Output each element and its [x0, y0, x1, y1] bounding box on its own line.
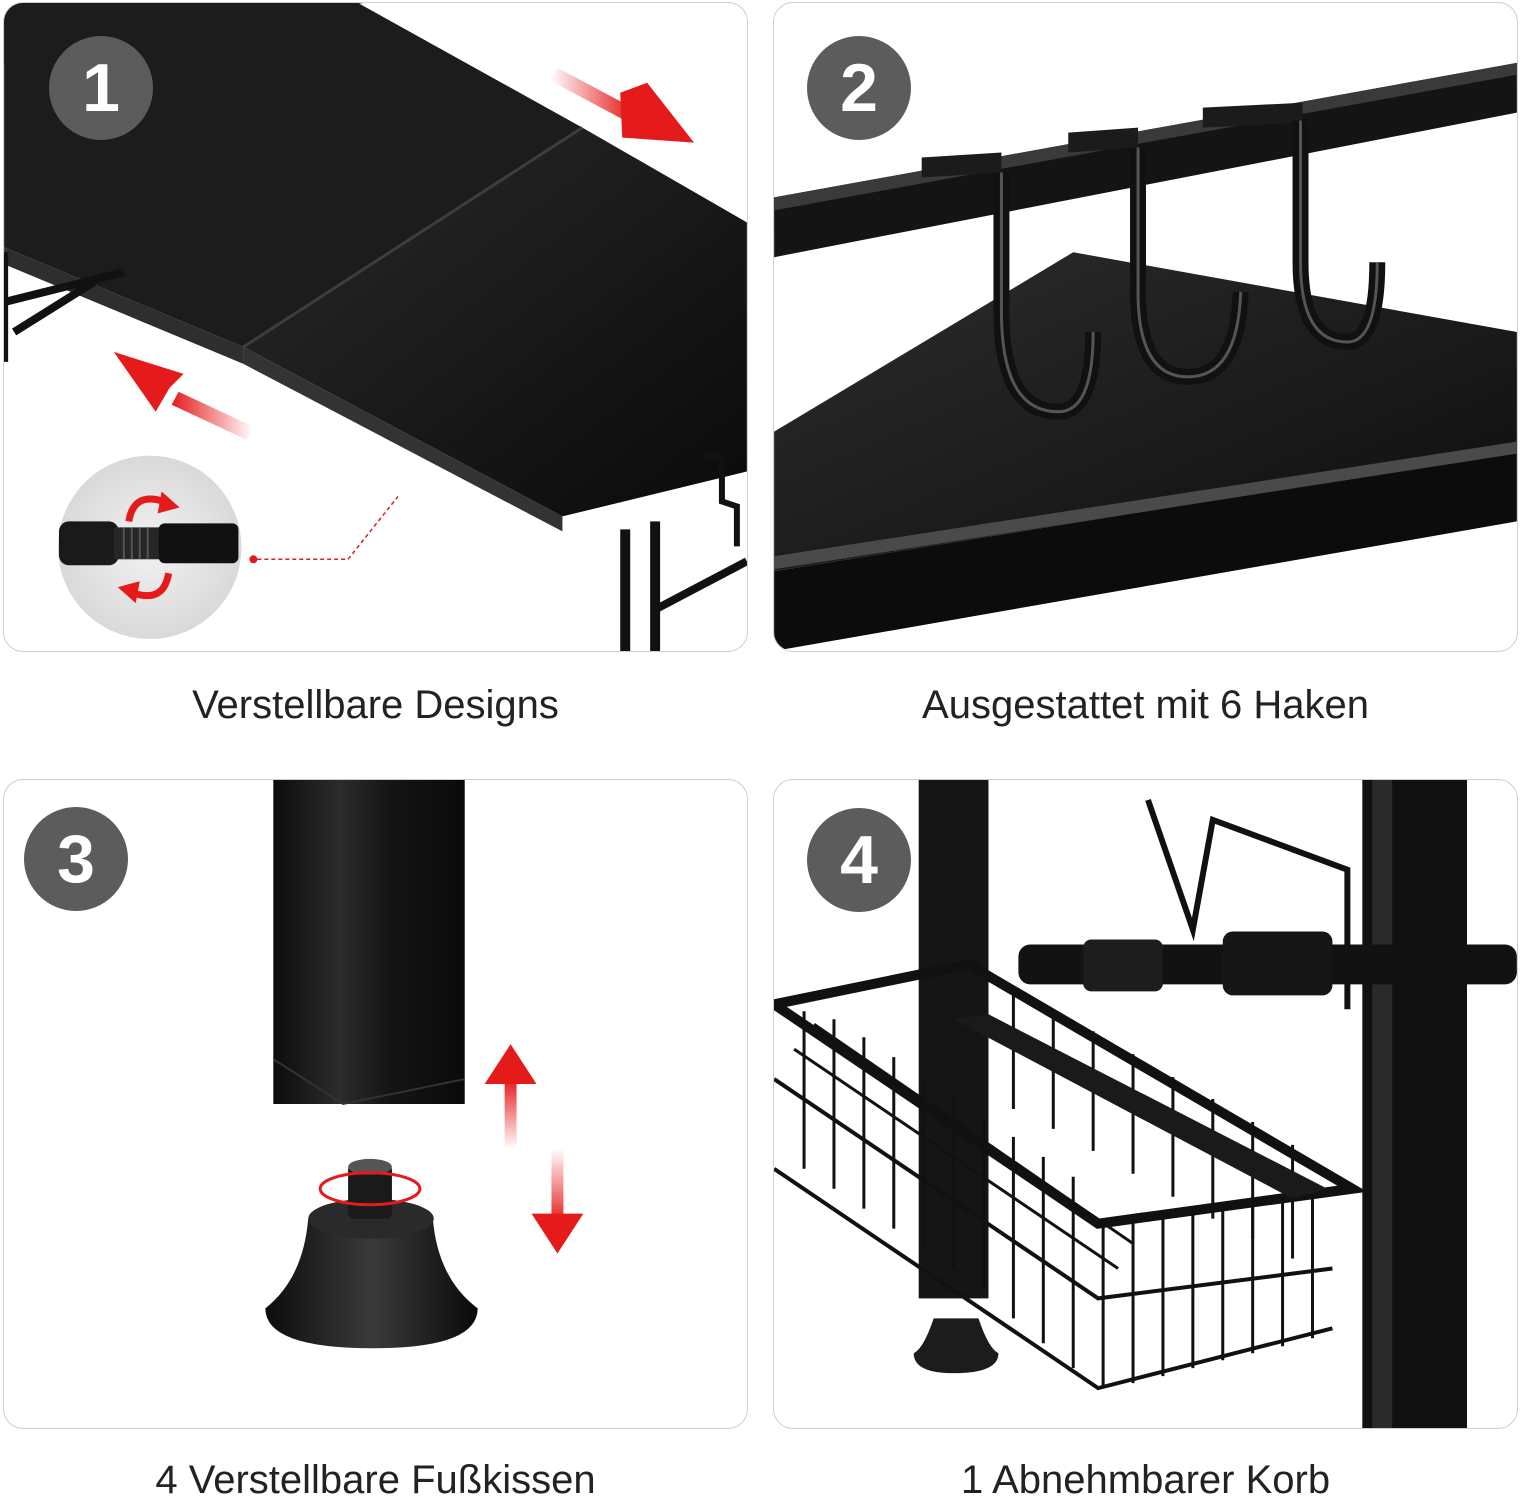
- feature-caption: 1 Abnehmbarer Korb: [960, 1458, 1331, 1502]
- hooks-on-rail-image: [774, 62, 1517, 651]
- step-number-badge: 2: [807, 36, 911, 140]
- rotate-arrows-icon: [117, 491, 180, 604]
- shelf-leg-image: [265, 780, 584, 1349]
- panel-hooks: 2: [773, 2, 1518, 652]
- feature-caption: Ausgestattet mit 6 Haken: [922, 683, 1369, 727]
- telescopic-tube-icon: [58, 521, 239, 566]
- up-down-arrows-icon: [484, 1044, 584, 1254]
- s-hook-icon: [1068, 127, 1249, 385]
- wire-basket-image: [774, 780, 1517, 1428]
- expand-arrow-icon: [550, 67, 695, 143]
- step-number-badge: 1: [49, 36, 153, 140]
- s-hook-icon: [1202, 102, 1386, 350]
- adjustable-foot-pad-icon: [265, 1158, 478, 1349]
- feature-caption: Verstellbare Designs: [192, 683, 559, 727]
- s-hook-icon: [921, 152, 1102, 420]
- panel-basket: 4: [773, 779, 1518, 1429]
- basket-icon: [774, 959, 1368, 1391]
- feature-caption: 4 Verstellbare Fußkissen: [155, 1458, 596, 1502]
- panel-adjustable-design: 1: [3, 2, 748, 652]
- step-number-badge: 4: [807, 808, 911, 912]
- expand-arrow-icon: [113, 351, 254, 440]
- step-number-badge: 3: [24, 807, 128, 911]
- panel-foot-pads: 3: [3, 779, 748, 1429]
- extendable-shelf-image: [4, 3, 747, 651]
